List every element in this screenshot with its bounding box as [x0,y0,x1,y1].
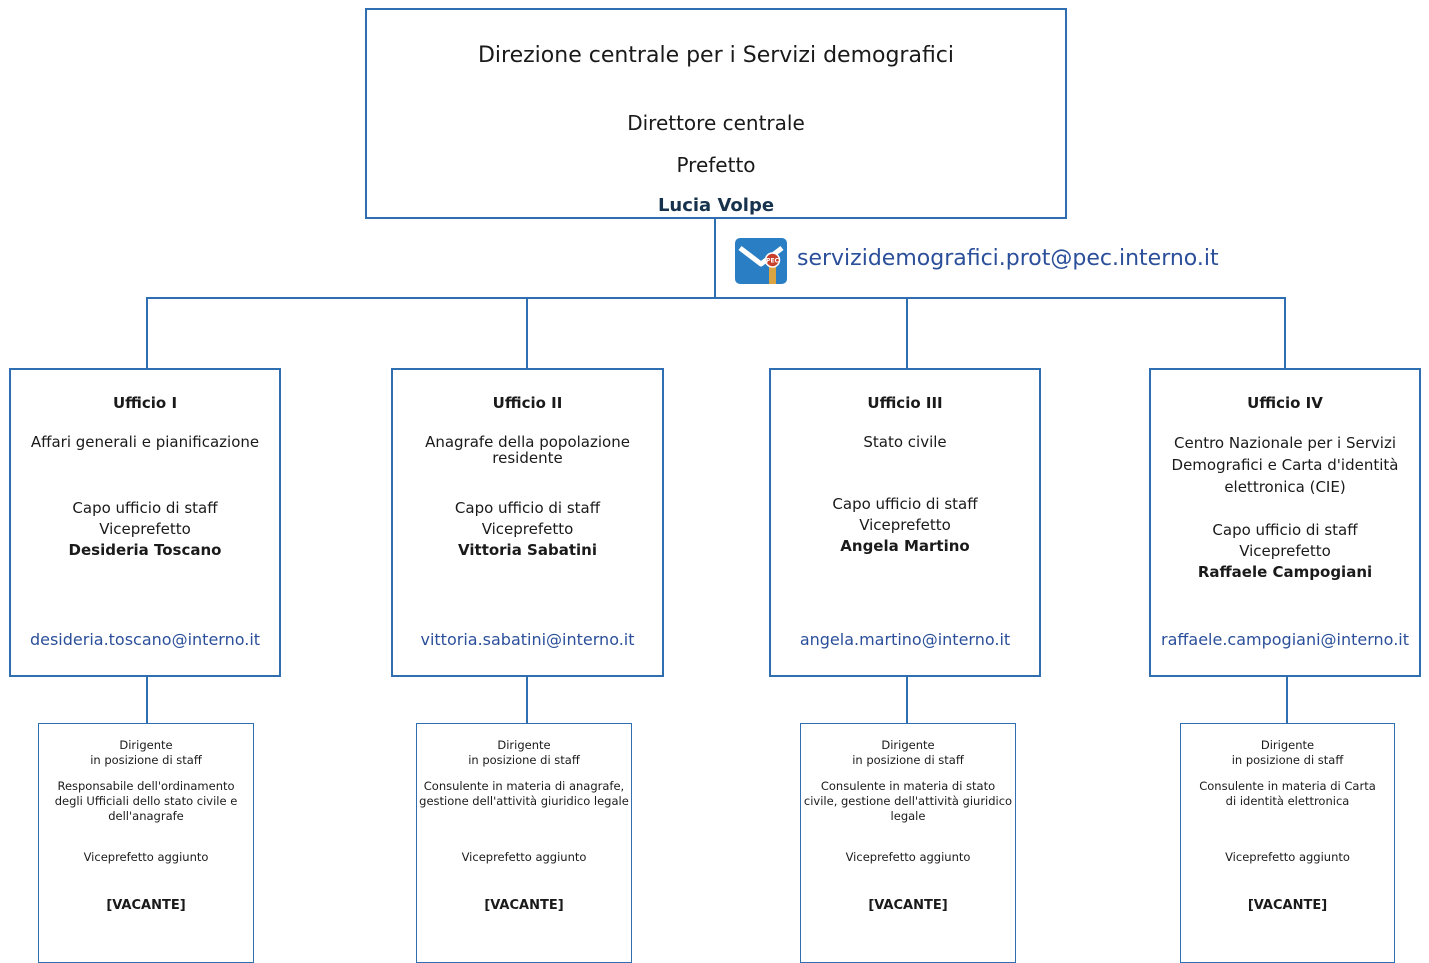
office-box-4: Ufficio IV Centro Nazionale per i Serviz… [1149,368,1421,677]
sub-role: Viceprefetto aggiunto [461,850,587,864]
office-name: Ufficio IV [1247,394,1323,412]
office-description: Anagrafe della popolazione residente [425,433,630,467]
pec-email-link[interactable]: servizidemografici.prot@pec.interno.it [797,246,1219,271]
sub-header: Dirigente in posizione di staff [39,738,253,768]
staff-dirigente-box-3: Dirigente in posizione di staff Consulen… [800,723,1016,963]
sub-header-line2: in posizione di staff [1231,753,1344,767]
sub-responsibility: Consulente in materia di stato civile, g… [803,779,1013,823]
staff-name: Desideria Toscano [68,541,222,559]
staff-title: Capo ufficio di staff [832,495,978,513]
sub-role: Viceprefetto aggiunto [83,850,209,864]
office-box-1: Ufficio I Affari generali e pianificazio… [9,368,281,677]
staff-rank: Viceprefetto [99,520,191,538]
sub-responsibility: Consulente in materia di Carta di identi… [1199,779,1376,808]
direzione-title: Direzione centrale per i Servizi demogra… [477,43,955,68]
staff-title: Capo ufficio di staff [454,499,601,517]
staff-dirigente-box-4: Dirigente in posizione di staff Consulen… [1180,723,1395,963]
office-description: Centro Nazionale per i Servizi Demografi… [1171,434,1399,496]
office-box-3: Ufficio III Stato civile Capo ufficio di… [769,368,1041,677]
office-staff: Capo ufficio di staff Viceprefetto Raffa… [1155,520,1415,583]
office-email-link[interactable]: vittoria.sabatini@interno.it [420,630,635,649]
staff-title: Capo ufficio di staff [72,499,218,517]
staff-dirigente-box-2: Dirigente in posizione di staff Consulen… [416,723,632,963]
office-staff: Capo ufficio di staff Viceprefetto Angel… [775,494,1035,557]
sub-status: [VACANTE] [868,898,948,913]
sub-header-line1: Dirigente [881,738,935,752]
connector-sub-4 [1286,677,1288,723]
staff-name: Angela Martino [840,537,970,555]
office-email-link[interactable]: angela.martino@interno.it [799,630,1011,649]
sub-header-line2: in posizione di staff [468,753,580,767]
sub-status: [VACANTE] [484,898,564,913]
sub-header: Dirigente in posizione di staff [417,738,631,768]
sub-header-line1: Dirigente [1260,738,1315,752]
sub-header: Dirigente in posizione di staff [1181,738,1394,768]
direttore-rank: Prefetto [676,153,756,177]
connector-sub-1 [146,677,148,723]
staff-rank: Viceprefetto [481,520,574,538]
connector-office-3 [906,297,908,368]
sub-status: [VACANTE] [106,898,186,913]
sub-header-line1: Dirigente [119,738,173,752]
sub-status: [VACANTE] [1247,898,1328,913]
direzione-centrale-box: Direzione centrale per i Servizi demogra… [365,8,1067,219]
connector-sub-2 [526,677,528,723]
svg-text:PEC: PEC [766,258,779,265]
sub-responsibility: Responsabile dell'ordinamento degli Uffi… [54,779,238,823]
sub-header-line2: in posizione di staff [852,753,964,767]
office-name: Ufficio I [112,394,178,412]
direttore-role: Direttore centrale [627,111,805,135]
office-name: Ufficio III [867,394,943,412]
sub-header-line1: Dirigente [497,738,551,752]
connector-office-2 [526,297,528,368]
staff-rank: Viceprefetto [1239,542,1331,560]
staff-name: Vittoria Sabatini [458,541,597,559]
staff-rank: Viceprefetto [859,516,951,534]
office-email-link[interactable]: desideria.toscano@interno.it [29,630,261,649]
office-staff: Capo ufficio di staff Viceprefetto Desid… [15,498,275,561]
connector-office-1 [146,297,148,368]
pec-mail-icon: PEC [735,238,787,284]
office-staff: Capo ufficio di staff Viceprefetto Vitto… [397,498,658,561]
connector-office-4 [1284,297,1286,368]
connector-sub-3 [906,677,908,723]
staff-name: Raffaele Campogiani [1197,563,1373,581]
office-name: Ufficio II [492,394,563,412]
office-box-2: Ufficio II Anagrafe della popolazione re… [391,368,664,677]
sub-role: Viceprefetto aggiunto [845,850,971,864]
sub-header: Dirigente in posizione di staff [801,738,1015,768]
sub-role: Viceprefetto aggiunto [1225,850,1350,864]
connector-horizontal [146,297,1286,299]
connector-trunk [714,219,716,299]
sub-responsibility: Consulente in materia di anagrafe, gesti… [419,779,629,808]
office-description: Stato civile [863,433,947,451]
staff-dirigente-box-1: Dirigente in posizione di staff Responsa… [38,723,254,963]
office-email-link[interactable]: raffaele.campogiani@interno.it [1160,630,1409,649]
direttore-name: Lucia Volpe [657,195,775,216]
office-description: Affari generali e pianificazione [30,433,260,451]
sub-header-line2: in posizione di staff [90,753,202,767]
staff-title: Capo ufficio di staff [1212,521,1358,539]
